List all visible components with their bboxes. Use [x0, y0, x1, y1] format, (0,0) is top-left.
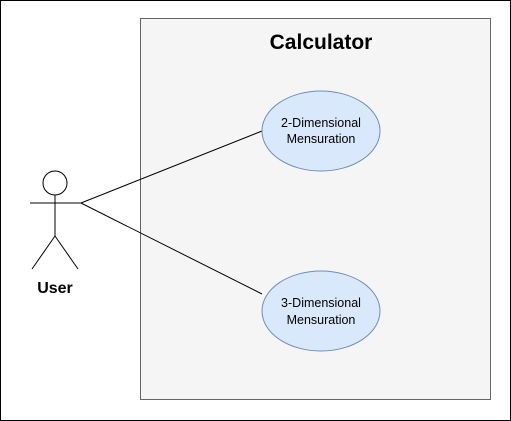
actor-right-leg	[54, 235, 79, 270]
use-case-2d-mensuration[interactable]: 2-Dimensional Mensuration	[261, 90, 381, 172]
use-case-3d-line1: 3-Dimensional	[281, 296, 361, 310]
use-case-ellipse-3d	[261, 270, 381, 352]
use-case-2d-line2: Mensuration	[287, 132, 356, 146]
actor-user[interactable]	[30, 170, 81, 270]
association-line-2d[interactable]	[80, 130, 263, 204]
association-line-3d[interactable]	[80, 202, 263, 295]
system-title: Calculator	[270, 31, 373, 54]
use-case-ellipse-2d	[261, 90, 381, 172]
actor-head	[42, 170, 68, 196]
use-case-3d-line2: Mensuration	[287, 313, 356, 327]
actor-label: User	[37, 280, 73, 297]
actor-left-leg	[31, 235, 56, 270]
use-case-2d-line1: 2-Dimensional	[281, 116, 361, 130]
use-case-3d-mensuration[interactable]: 3-Dimensional Mensuration	[261, 270, 381, 352]
